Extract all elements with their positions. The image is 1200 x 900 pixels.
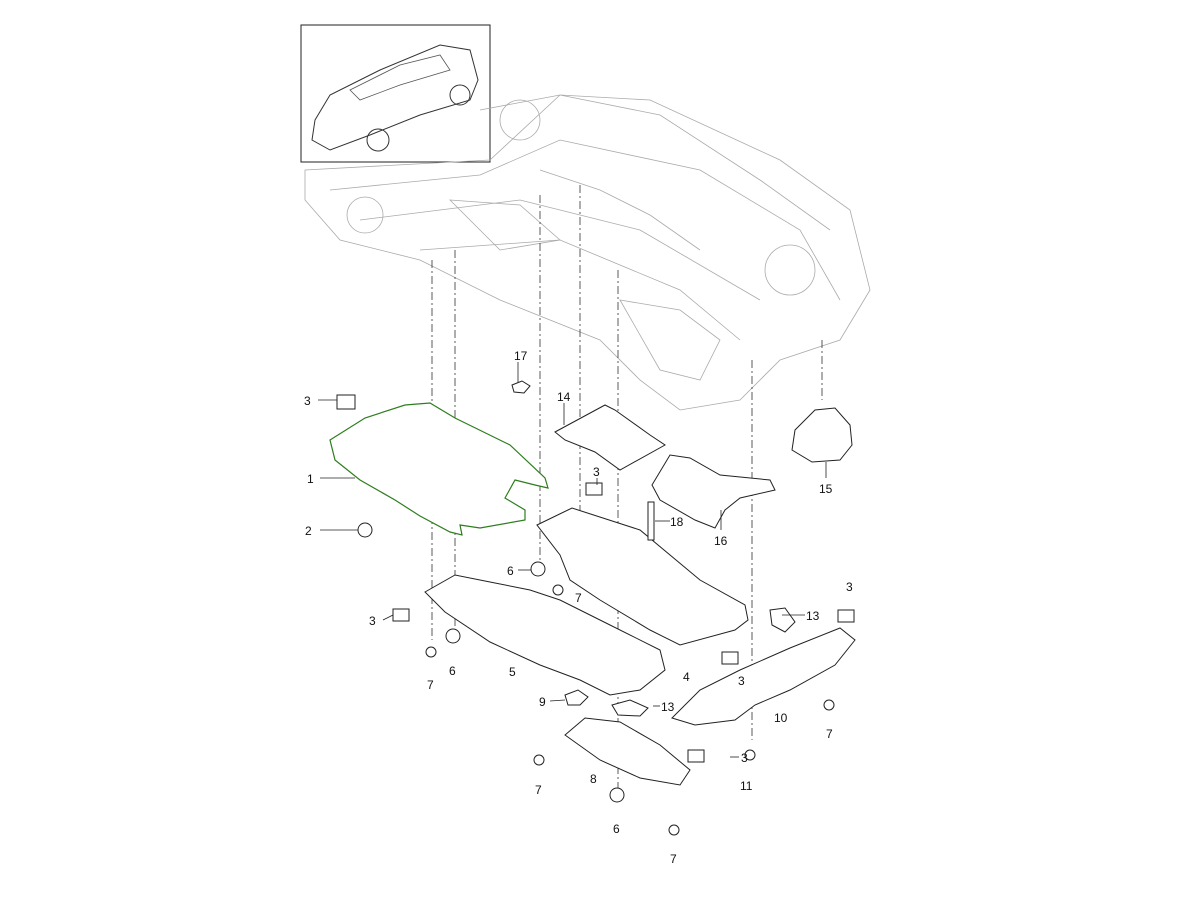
part-7-screw xyxy=(552,584,564,596)
callout-15[interactable]: 15 xyxy=(819,482,833,496)
part-7-screw xyxy=(425,646,437,658)
callout-9[interactable]: 9 xyxy=(539,695,546,709)
callout-3[interactable]: 3 xyxy=(369,614,376,628)
part-17-clip[interactable] xyxy=(511,380,531,394)
part-16-shield[interactable] xyxy=(651,454,776,529)
part-9-clip[interactable] xyxy=(564,689,589,706)
part-3-nut-plate xyxy=(837,609,855,623)
part-5-panel[interactable] xyxy=(424,574,666,696)
callout-1[interactable]: 1 xyxy=(307,472,314,486)
callout-3[interactable]: 3 xyxy=(304,394,311,408)
callout-labels: 17 3 14 1 3 15 2 18 16 6 7 3 13 3 7 6 5 … xyxy=(304,349,853,866)
callout-11[interactable]: 11 xyxy=(740,779,753,793)
callout-6[interactable]: 6 xyxy=(613,822,620,836)
part-3-nut-plate xyxy=(585,482,603,496)
part-7-screw xyxy=(533,754,545,766)
part-11-screw xyxy=(744,749,756,761)
callout-3[interactable]: 3 xyxy=(593,465,600,479)
callout-14[interactable]: 14 xyxy=(557,390,571,404)
callout-18[interactable]: 18 xyxy=(670,515,684,529)
callout-5[interactable]: 5 xyxy=(509,665,516,679)
callout-13[interactable]: 13 xyxy=(806,609,820,623)
part-6-nut xyxy=(609,787,625,803)
part-13-clip-lower[interactable] xyxy=(611,699,649,717)
part-18-bolt xyxy=(647,501,655,541)
callout-7[interactable]: 7 xyxy=(535,783,542,797)
callout-16[interactable]: 16 xyxy=(714,534,728,548)
vehicle-inset xyxy=(300,24,491,163)
part-3-nut-plate xyxy=(721,651,739,665)
part-6-nut xyxy=(530,561,546,577)
part-13-clip-upper[interactable] xyxy=(769,607,796,633)
callout-8[interactable]: 8 xyxy=(590,772,597,786)
leader-lines xyxy=(318,362,827,758)
callout-3[interactable]: 3 xyxy=(741,751,748,765)
callout-17[interactable]: 17 xyxy=(514,349,528,363)
part-7-screw xyxy=(668,824,680,836)
callout-3[interactable]: 3 xyxy=(738,674,745,688)
fasteners xyxy=(336,394,855,836)
part-7-screw xyxy=(823,699,835,711)
part-2-bolt xyxy=(357,522,373,538)
part-14-bracket[interactable] xyxy=(554,404,666,471)
part-1-underbody-panel[interactable] xyxy=(329,402,549,536)
callout-7[interactable]: 7 xyxy=(575,591,582,605)
callout-2[interactable]: 2 xyxy=(305,524,312,538)
part-3-nut-plate xyxy=(336,394,356,410)
callout-6[interactable]: 6 xyxy=(449,664,456,678)
part-6-nut xyxy=(445,628,461,644)
callout-10[interactable]: 10 xyxy=(774,711,788,725)
vehicle-underbody xyxy=(304,94,871,411)
callout-4[interactable]: 4 xyxy=(683,670,690,684)
part-8-panel[interactable] xyxy=(564,717,691,786)
part-3-nut-plate xyxy=(392,608,410,622)
part-4-panel[interactable] xyxy=(536,507,749,646)
part-15-cover[interactable] xyxy=(791,407,853,463)
part-10-panel[interactable] xyxy=(671,627,856,726)
callout-3[interactable]: 3 xyxy=(846,580,853,594)
callout-7[interactable]: 7 xyxy=(826,727,833,741)
callout-13[interactable]: 13 xyxy=(661,700,675,714)
part-3-nut-plate xyxy=(687,749,705,763)
callout-6[interactable]: 6 xyxy=(507,564,514,578)
callout-7[interactable]: 7 xyxy=(670,852,677,866)
callout-7[interactable]: 7 xyxy=(427,678,434,692)
